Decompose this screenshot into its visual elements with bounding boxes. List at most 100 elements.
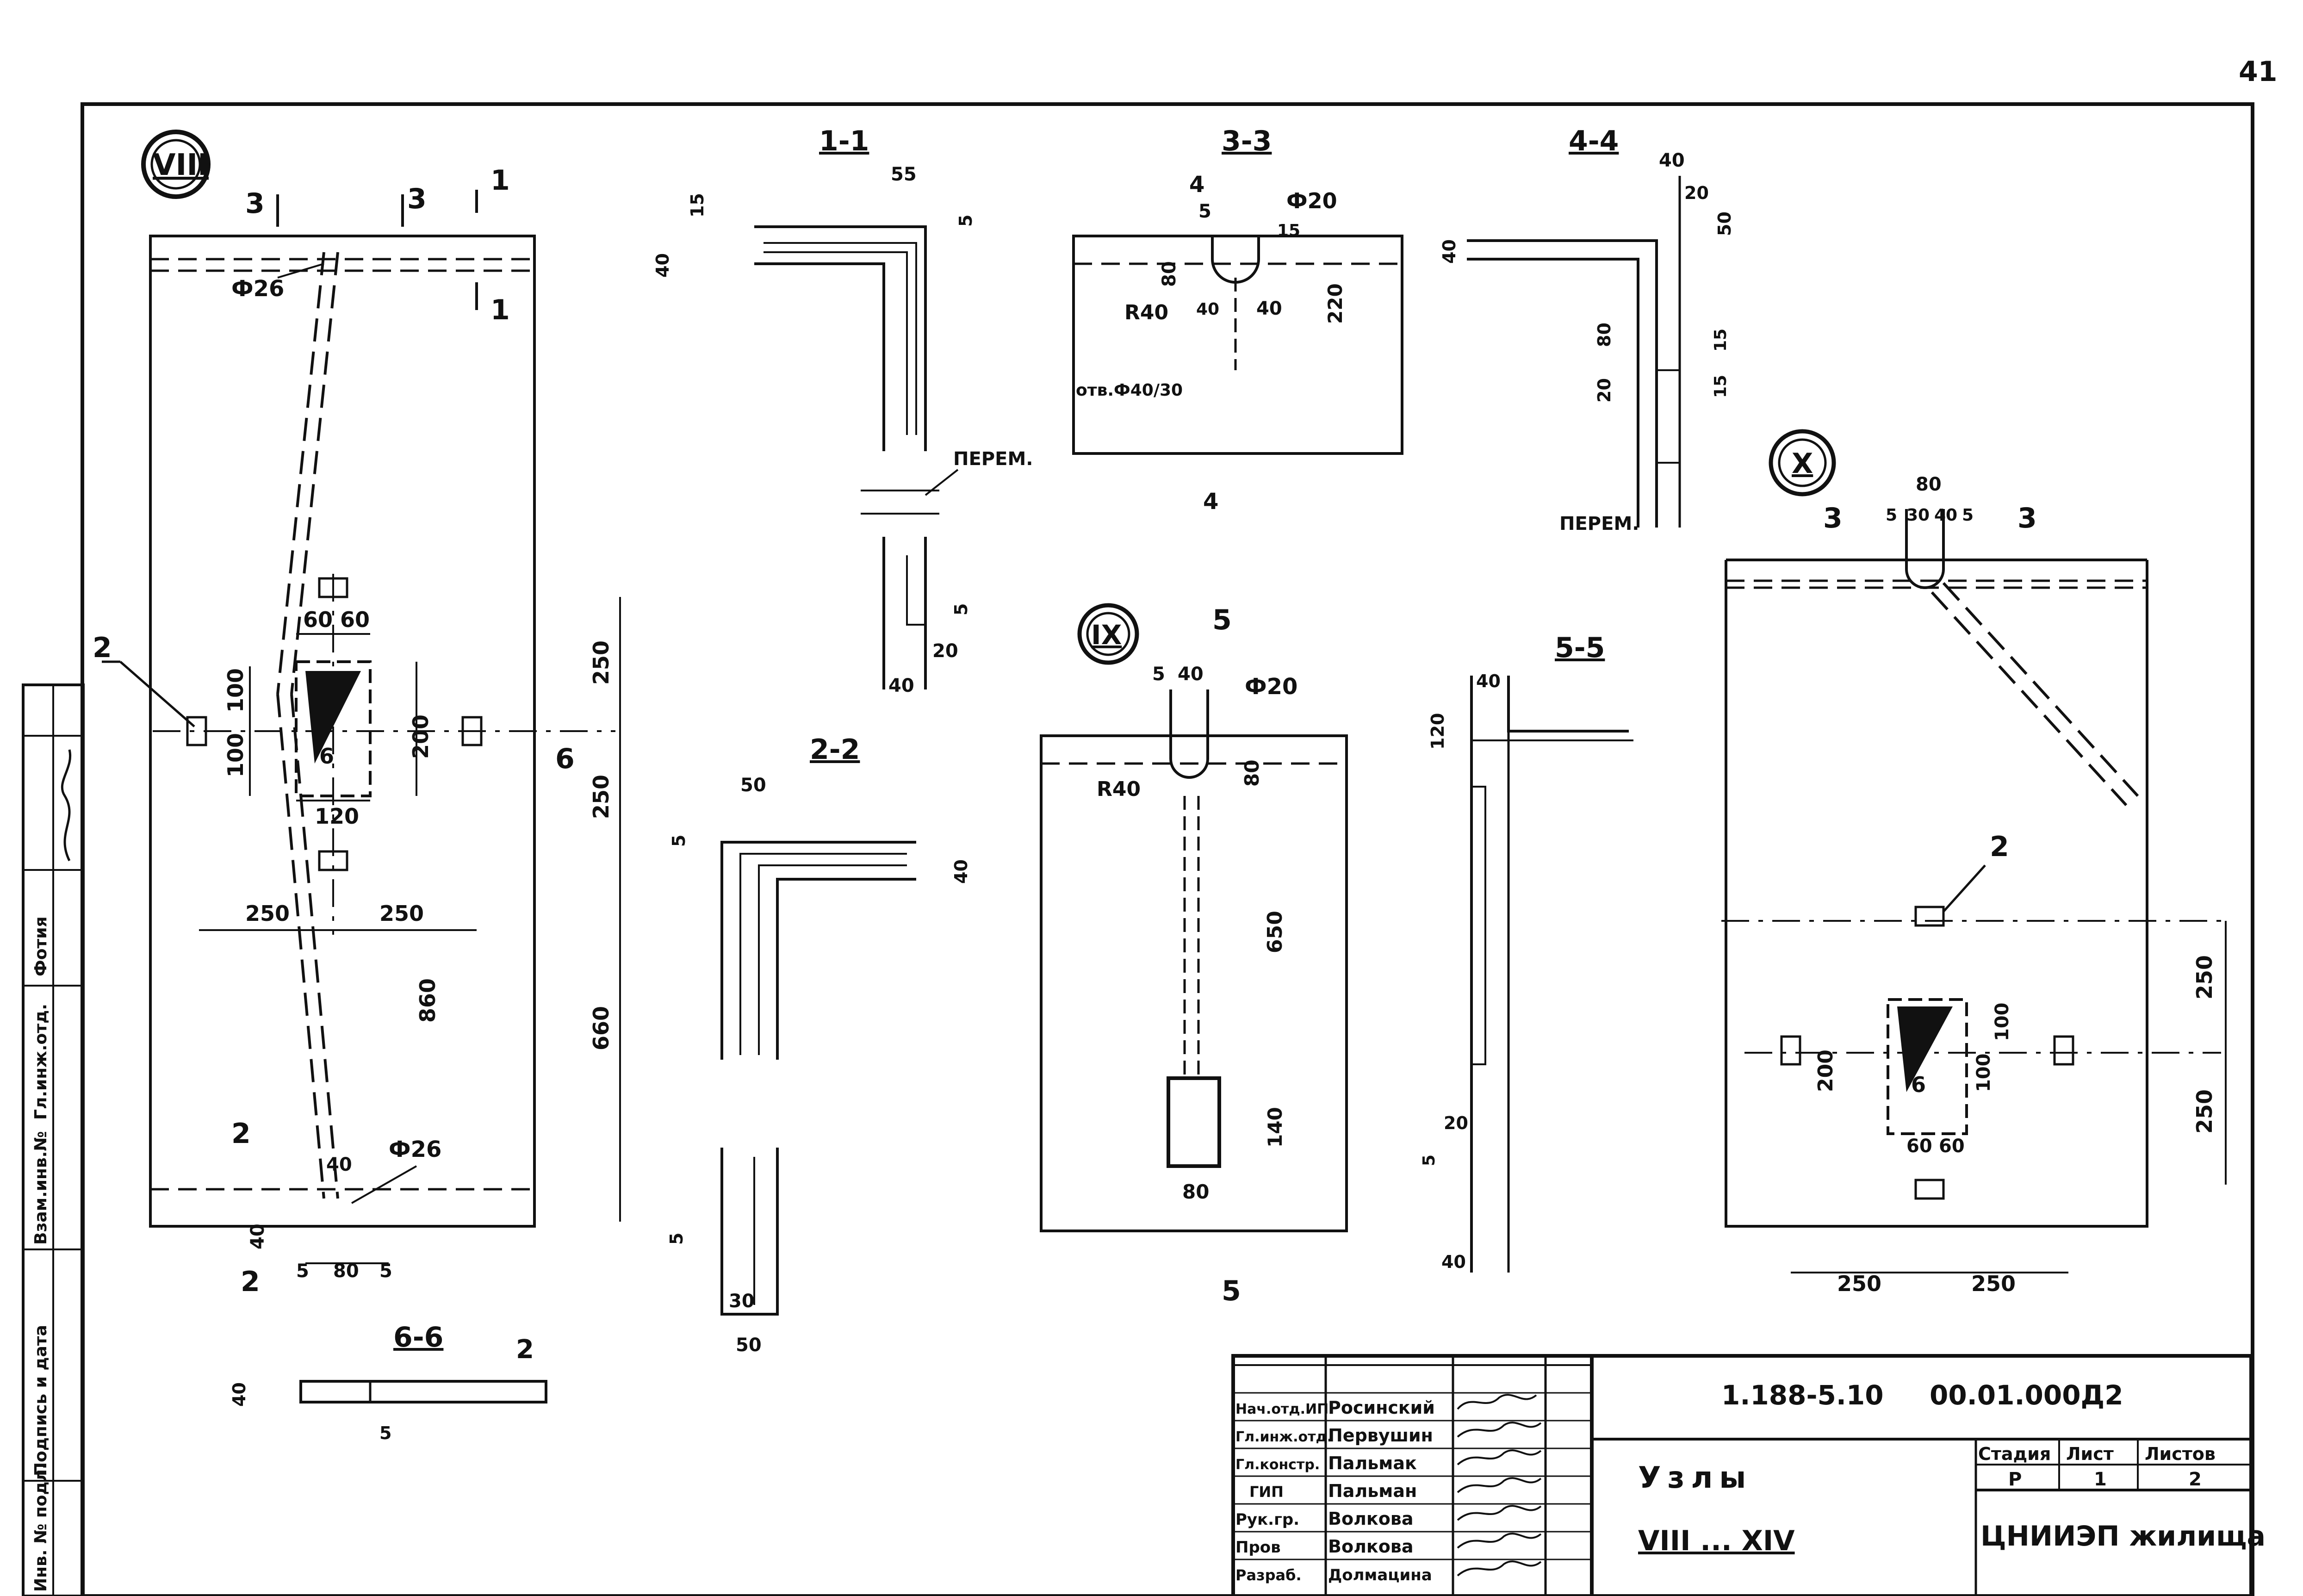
node-x-opening bbox=[1887, 998, 1968, 1135]
node-ix-dim-140: 140 bbox=[1264, 1107, 1286, 1148]
sec-3-3-dim-f20: Ф20 bbox=[1286, 188, 1337, 213]
section-4-4: 4-4 40 20 40 50 80 15 20 15 ПЕРЕМ. bbox=[1439, 125, 1735, 534]
node-viii: VIII 3 3 1 1 Ф26 2 60 60 100 100 bbox=[93, 130, 621, 1298]
sec-2-2-title: 2-2 bbox=[810, 733, 860, 766]
dim-860: 860 bbox=[415, 978, 440, 1023]
sec-1-1-dim-40: 40 bbox=[652, 253, 673, 278]
stamp-signature-label: Подпись и дата bbox=[31, 1325, 50, 1476]
staff-role-2: Гл.инж.отд. bbox=[1235, 1429, 1332, 1445]
node-x-dim-80: 80 bbox=[1916, 474, 1942, 495]
sec-2-2-dim-50: 50 bbox=[740, 775, 766, 796]
node-x-dim-5b: 5 bbox=[1962, 506, 1974, 525]
sec-3-3-dim-40a: 40 bbox=[1196, 300, 1219, 319]
drawing-subtitle: VIII ... XIV bbox=[1638, 1525, 1795, 1557]
node-x-section-6: 6 bbox=[1911, 1072, 1926, 1097]
node-ix-dim-r40: R40 bbox=[1097, 777, 1141, 801]
sec-4-4-note: ПЕРЕМ. bbox=[1559, 513, 1639, 534]
sec-4-4-dim-20b: 20 bbox=[1594, 378, 1614, 403]
section-3-3: 3-3 4 Ф20 5 15 80 220 R40 40 40 отв.Ф40/… bbox=[1072, 125, 1403, 515]
node-ix-dim-5: 5 bbox=[1152, 664, 1165, 685]
node-x-dim-30: 30 bbox=[1906, 506, 1930, 525]
node-x-dim-250-horz-b: 250 bbox=[1971, 1271, 2016, 1296]
node-x-dim-100a: 100 bbox=[1992, 1003, 2013, 1042]
node-x-dim-60b: 60 bbox=[1939, 1136, 1965, 1157]
stamp-replace-label: Взам.инв.№ bbox=[31, 1131, 50, 1245]
drawing-code: 1.188-5.10 bbox=[1721, 1379, 1884, 1411]
dim-250-horz-right: 250 bbox=[379, 901, 424, 926]
drawing-title: Узлы bbox=[1638, 1461, 1752, 1495]
node-ix-label: IX bbox=[1091, 619, 1122, 651]
node-x-label: X bbox=[1792, 447, 1813, 480]
section-2-bottom: 2 bbox=[241, 1266, 260, 1298]
sec-4-4-dim-40: 40 bbox=[1659, 150, 1685, 171]
section-2-2: 2-2 50 5 40 5 30 50 bbox=[666, 733, 971, 1356]
signature-2 bbox=[1457, 1422, 1542, 1438]
sec-3-3-title: 3-3 bbox=[1222, 125, 1272, 157]
sheets-header: Листов bbox=[2145, 1444, 2216, 1464]
section-2-top: 2 bbox=[231, 1118, 251, 1150]
node-x-dim-60a: 60 bbox=[1906, 1136, 1932, 1157]
sheet-header: Лист bbox=[2066, 1444, 2114, 1464]
stage-value: Р bbox=[2008, 1469, 2022, 1490]
signature-5 bbox=[1457, 1505, 1542, 1521]
node-ix-dim-f20: Ф20 bbox=[1245, 674, 1297, 700]
hole-callout-bottom: Ф26 bbox=[389, 1136, 441, 1162]
node-x-dim-250-vert-a: 250 bbox=[2192, 955, 2217, 1000]
staff-name-7: Долмацина bbox=[1328, 1566, 1432, 1584]
node-x: X 3 3 80 5 30 40 5 200 100 100 60 60 6 2… bbox=[1721, 429, 2227, 1296]
node-x-dim-200: 200 bbox=[1814, 1050, 1837, 1092]
node-x-dim-5a: 5 bbox=[1886, 506, 1897, 525]
sec-1-1-dim-55: 55 bbox=[891, 164, 917, 185]
stamp-signature bbox=[61, 749, 72, 862]
staff-name-4: Пальман bbox=[1328, 1481, 1417, 1501]
sec-4-4-title: 4-4 bbox=[1569, 125, 1619, 157]
sec-3-3-hole-note: отв.Ф40/30 bbox=[1076, 381, 1183, 400]
node-ix-dim-40: 40 bbox=[1178, 664, 1204, 685]
stamp-chief-label: Гл.инж.отд. bbox=[31, 1004, 50, 1120]
node-x-section-left: 3 bbox=[1823, 502, 1843, 534]
staff-role-3: Гл.констр. bbox=[1235, 1457, 1320, 1473]
section-6-marker: 6 bbox=[319, 744, 334, 769]
sec-1-1-title: 1-1 bbox=[819, 125, 869, 157]
rebar-diagonal bbox=[276, 252, 325, 695]
sec-3-3-dim-r40: R40 bbox=[1124, 301, 1168, 324]
staff-role-5: Рук.гр. bbox=[1235, 1510, 1299, 1529]
node-x-dim-250-horz-a: 250 bbox=[1837, 1271, 1881, 1296]
node-ix-section-top: 5 bbox=[1212, 604, 1232, 636]
section-6-6: 6-6 40 5 2 bbox=[229, 1321, 547, 1443]
signature-4 bbox=[1457, 1477, 1542, 1493]
sec-2-2-dim-5: 5 bbox=[669, 835, 689, 847]
signature-6 bbox=[1457, 1533, 1542, 1549]
sec-3-3-dim-4-bottom: 4 bbox=[1203, 489, 1218, 515]
sec-3-3-dim-220: 220 bbox=[1324, 283, 1347, 324]
sec-4-4-dim-15: 15 bbox=[1711, 329, 1730, 352]
signature-1 bbox=[1457, 1394, 1537, 1410]
dim-40-lower: 40 bbox=[247, 1223, 268, 1249]
sec-4-4-dim-20: 20 bbox=[1684, 183, 1709, 203]
staff-name-2: Первушин bbox=[1328, 1425, 1433, 1446]
sec-2-2-dim-5b: 5 bbox=[666, 1233, 687, 1245]
hole-callout-top: Ф26 bbox=[231, 276, 284, 302]
section-1-top: 1 bbox=[490, 164, 510, 197]
sec-3-3-dim-15: 15 bbox=[1277, 221, 1300, 240]
sec-4-4-dim-15b: 15 bbox=[1711, 375, 1730, 398]
staff-name-1: Росинский bbox=[1328, 1397, 1435, 1418]
signature-3 bbox=[1457, 1449, 1542, 1466]
sec-2-2-dim-30: 30 bbox=[729, 1291, 755, 1312]
sheet-frame bbox=[81, 102, 2254, 1596]
sec-4-4-dim-50: 50 bbox=[1714, 211, 1735, 236]
node-ix-dim-80b: 80 bbox=[1182, 1180, 1209, 1203]
dim-250-horz-left: 250 bbox=[245, 901, 290, 926]
node-viii-marker bbox=[141, 130, 211, 199]
sec-6-6-dim-5: 5 bbox=[379, 1423, 391, 1443]
sec-2-2-dim-50b: 50 bbox=[736, 1335, 762, 1356]
stamp-inv-label: Инв. № подл. bbox=[31, 1463, 50, 1592]
staff-role-6: Пров bbox=[1235, 1538, 1281, 1557]
sec-5-5-title: 5-5 bbox=[1555, 632, 1605, 664]
dim-40-upper: 40 bbox=[326, 1154, 352, 1175]
sheet-value: 1 bbox=[2094, 1469, 2107, 1490]
dim-60b: 60 bbox=[340, 607, 370, 632]
sec-1-1-note: ПЕРЕМ. bbox=[953, 448, 1033, 470]
dim-660: 660 bbox=[589, 1006, 614, 1050]
dim-250-vert-mid: 250 bbox=[589, 775, 614, 819]
